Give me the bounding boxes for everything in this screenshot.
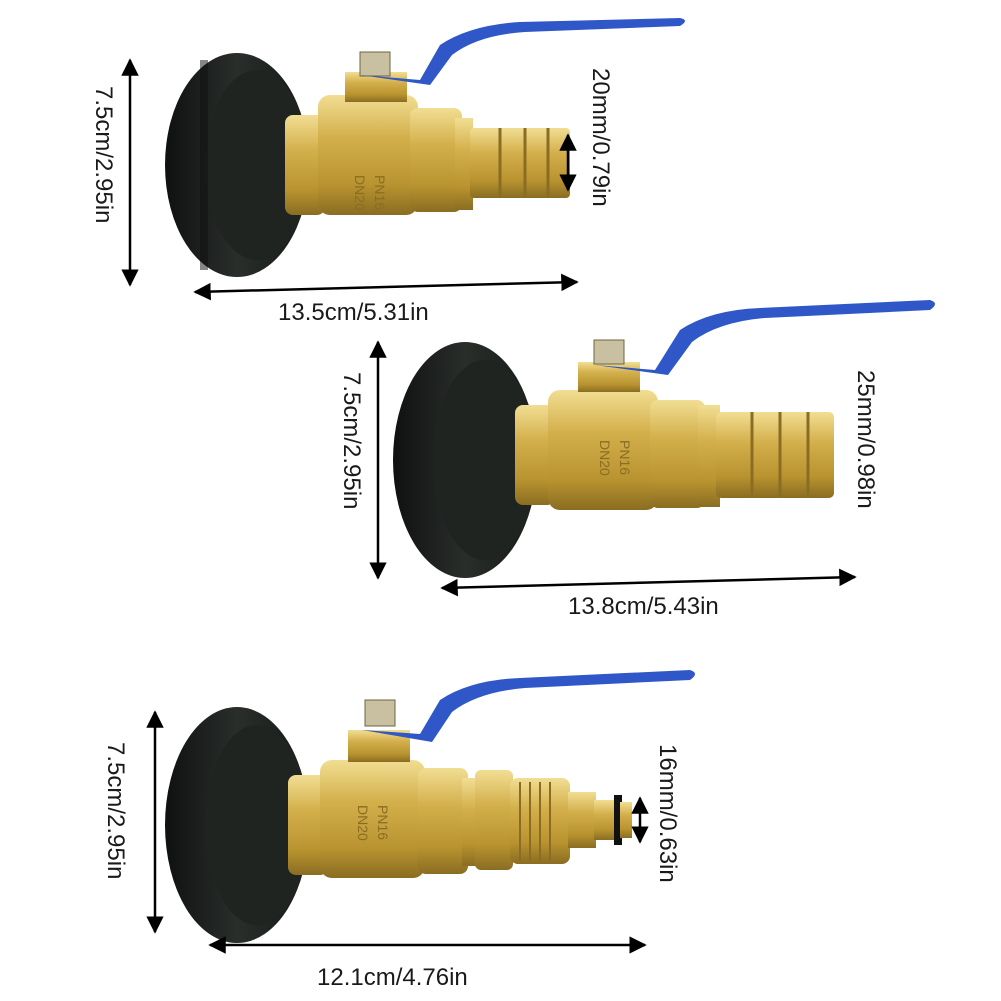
valve-assembly-2: DN20 PN16 xyxy=(393,300,935,578)
dimension-outlet-3: 16mm/0.63in xyxy=(631,744,681,883)
dimension-height-2: 7.5cm/2.95in xyxy=(338,340,387,580)
valve-marking: DN20 xyxy=(597,440,613,476)
dimension-outlet-1: 20mm/0.79in xyxy=(559,68,614,207)
ibc-nut xyxy=(165,53,309,277)
valve-marking: DN20 xyxy=(355,805,371,841)
length-label: 12.1cm/4.76in xyxy=(317,964,468,991)
dimension-length-1: 13.5cm/5.31in xyxy=(193,273,579,326)
dimension-length-2: 13.8cm/5.43in xyxy=(440,568,857,620)
dimension-length-3: 12.1cm/4.76in xyxy=(208,936,647,991)
height-label: 7.5cm/2.95in xyxy=(338,372,365,509)
length-label: 13.5cm/5.31in xyxy=(278,299,429,326)
valve-marking: DN20 xyxy=(352,175,368,211)
ibc-nut xyxy=(165,707,309,943)
height-label: 7.5cm/2.95in xyxy=(90,86,117,223)
height-label: 7.5cm/2.95in xyxy=(102,742,129,879)
valve-marking: PN16 xyxy=(375,805,391,840)
valve-assembly-3: DN20 PN16 xyxy=(165,670,695,943)
valve-handle xyxy=(362,670,695,742)
hose-barb xyxy=(455,118,570,210)
valve-handle xyxy=(595,300,935,375)
outlet-label: 20mm/0.79in xyxy=(587,68,614,207)
outlet-label: 25mm/0.98in xyxy=(852,370,879,509)
hose-barb xyxy=(698,405,834,507)
length-label: 13.8cm/5.43in xyxy=(568,593,719,620)
dimension-height-1: 7.5cm/2.95in xyxy=(90,58,139,287)
valve-assembly-1: DN20 PN16 xyxy=(165,18,685,277)
ibc-nut xyxy=(393,342,537,578)
valve-marking: PN16 xyxy=(372,175,388,210)
valve-marking: PN16 xyxy=(617,440,633,475)
brass-valve-body: DN20 PN16 xyxy=(285,51,462,215)
outlet-label: 16mm/0.63in xyxy=(654,744,681,883)
quick-connector xyxy=(462,770,632,870)
valve-handle xyxy=(360,18,685,85)
brass-valve-body: DN20 PN16 xyxy=(288,699,468,878)
dimension-outlet-2: 25mm/0.98in xyxy=(852,370,879,509)
brass-valve-body: DN20 PN16 xyxy=(515,339,705,510)
dimension-height-3: 7.5cm/2.95in xyxy=(102,710,164,934)
